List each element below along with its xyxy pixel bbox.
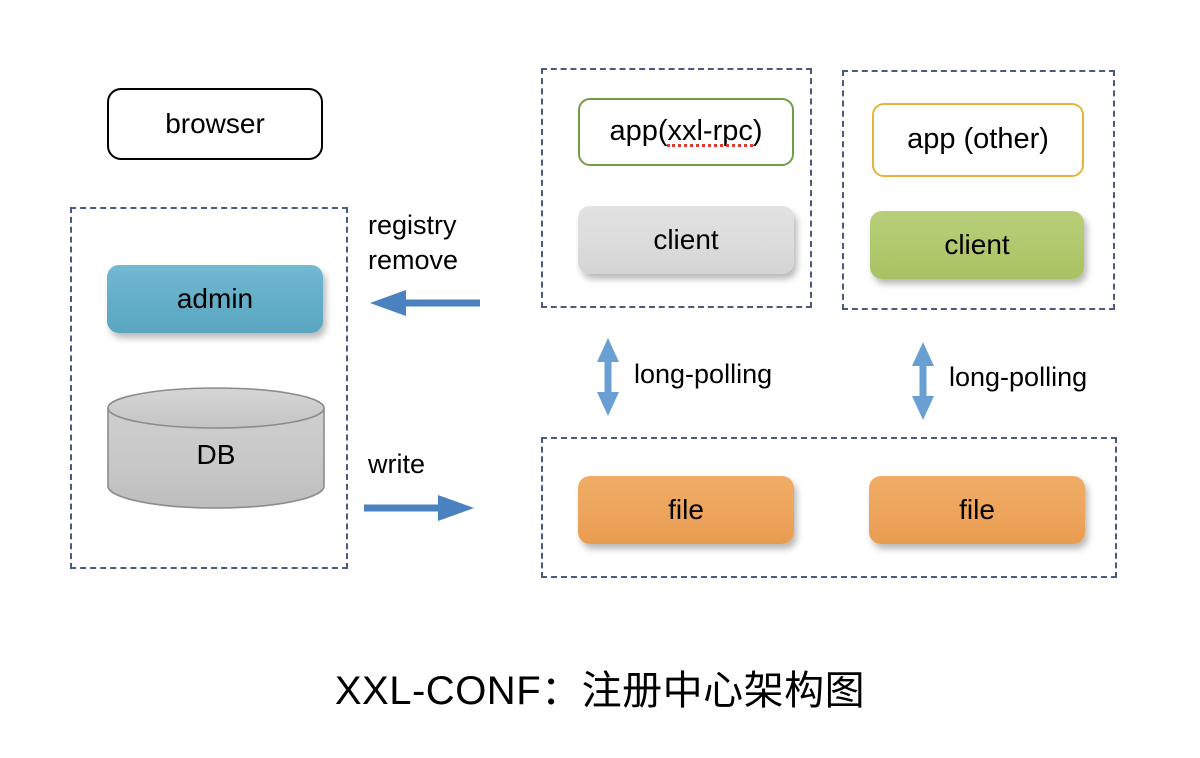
registry-remove-label: registry remove <box>368 210 459 275</box>
app-other-node[interactable]: app (other) <box>872 103 1084 177</box>
file-left-node[interactable]: file <box>578 476 794 544</box>
admin-node[interactable]: admin <box>107 265 323 333</box>
long-polling-right-arrow <box>907 340 939 422</box>
client-right-node[interactable]: client <box>870 211 1084 279</box>
arrow-double-vertical-icon <box>597 338 619 416</box>
app-other-group-container <box>842 70 1115 310</box>
client-left-label: client <box>653 223 719 255</box>
app-xxlrpc-node[interactable]: app(xxl-rpc) <box>578 98 794 166</box>
diagram-caption: XXL-CONF：注册中心架构图 <box>334 669 866 713</box>
long-polling-left-label: long-polling <box>634 359 773 389</box>
app-xxlrpc-label: app(xxl-rpc) <box>609 115 763 148</box>
registry-remove-arrow <box>362 287 482 319</box>
long-polling-left-arrow <box>592 336 624 418</box>
app-xxlrpc-suffix: ) <box>752 115 763 148</box>
file-right-label: file <box>959 493 995 525</box>
long-polling-right-label: long-polling <box>949 362 1088 392</box>
arrow-left-icon <box>370 290 480 316</box>
admin-label: admin <box>176 282 254 314</box>
file-group-container <box>541 437 1117 578</box>
app-xxlrpc-group-container <box>541 68 812 308</box>
arrow-double-vertical-icon <box>912 342 934 420</box>
file-right-node[interactable]: file <box>869 476 1085 544</box>
client-left-node[interactable]: client <box>578 206 794 274</box>
write-label: write <box>368 449 426 479</box>
file-left-label: file <box>668 493 704 525</box>
browser-node[interactable]: browser <box>107 88 323 160</box>
arrow-right-icon <box>364 495 474 521</box>
browser-label: browser <box>165 107 265 139</box>
app-other-label: app (other) <box>907 123 1049 156</box>
app-xxlrpc-prefix: app( <box>609 115 668 148</box>
app-xxlrpc-underlined-text: xxl-rpc <box>667 115 754 148</box>
server-group-container <box>70 207 348 569</box>
client-right-label: client <box>944 228 1010 260</box>
write-arrow <box>362 492 482 524</box>
